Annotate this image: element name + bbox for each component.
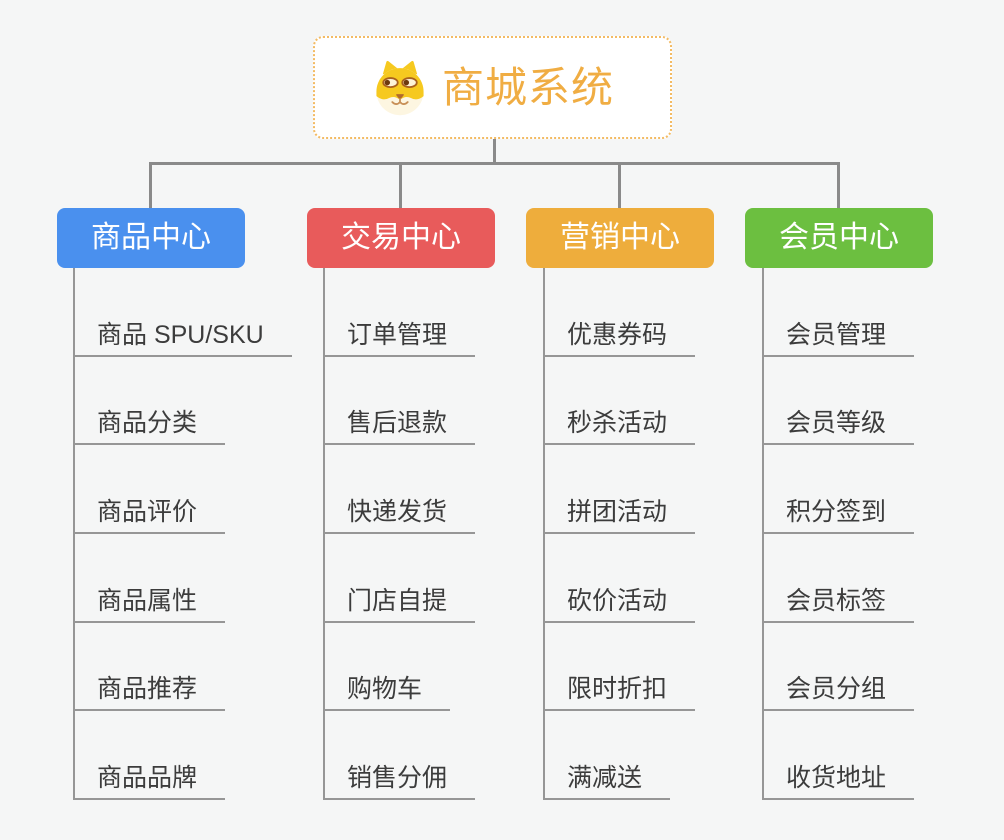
leaf-node[interactable]: 商品 SPU/SKU	[75, 268, 292, 357]
branch-children-marketing-center: 优惠券码 秒杀活动 拼团活动 砍价活动 限时折扣 满减送	[543, 268, 696, 801]
shiba-dog-icon	[376, 60, 424, 115]
leaf-node[interactable]: 会员等级	[764, 357, 915, 446]
branch-label: 会员中心	[779, 221, 899, 254]
leaf-node[interactable]: 收货地址	[764, 711, 915, 801]
branch-label: 商品中心	[91, 221, 211, 254]
leaf-node[interactable]: 快递发货	[325, 445, 476, 535]
leaf-node[interactable]: 砍价活动	[545, 534, 696, 623]
leaf-node[interactable]: 会员管理	[764, 268, 915, 357]
leaf-node[interactable]: 满减送	[545, 711, 695, 801]
branch-children-product-center: 商品 SPU/SKU 商品分类 商品评价 商品属性 商品推荐 商品品牌	[73, 268, 292, 801]
leaf-node[interactable]: 优惠券码	[545, 268, 696, 357]
connector-horizontal	[149, 162, 840, 165]
leaf-node[interactable]: 会员分组	[764, 623, 915, 712]
branch-children-member-center: 会员管理 会员等级 积分签到 会员标签 会员分组 收货地址	[762, 268, 915, 801]
connector-drop-product	[149, 162, 152, 208]
root-title: 商城系统	[441, 63, 614, 111]
leaf-node[interactable]: 限时折扣	[545, 623, 696, 712]
leaf-node[interactable]: 购物车	[325, 623, 475, 712]
leaf-node[interactable]: 积分签到	[764, 445, 915, 535]
branch-node-marketing-center[interactable]: 营销中心	[526, 208, 714, 268]
branch-node-member-center[interactable]: 会员中心	[745, 208, 933, 268]
branch-node-trade-center[interactable]: 交易中心	[307, 208, 495, 268]
branch-label: 交易中心	[341, 221, 461, 254]
leaf-node[interactable]: 商品分类	[75, 357, 292, 446]
branch-label: 营销中心	[560, 221, 680, 254]
leaf-node[interactable]: 商品品牌	[75, 711, 292, 801]
branch-node-product-center[interactable]: 商品中心	[57, 208, 245, 268]
branch-children-trade-center: 订单管理 售后退款 快递发货 门店自提 购物车 销售分佣	[323, 268, 476, 801]
leaf-node[interactable]: 会员标签	[764, 534, 915, 623]
connector-drop-marketing	[618, 162, 621, 208]
connector-drop-trade	[399, 162, 402, 208]
leaf-node[interactable]: 售后退款	[325, 357, 476, 446]
leaf-node[interactable]: 订单管理	[325, 268, 476, 357]
connector-root-drop	[493, 139, 496, 163]
leaf-node[interactable]: 拼团活动	[545, 445, 696, 535]
root-node-mall-system[interactable]: 商城系统	[313, 36, 672, 139]
connector-drop-member	[837, 162, 840, 208]
leaf-node[interactable]: 商品评价	[75, 445, 292, 535]
leaf-node[interactable]: 门店自提	[325, 534, 476, 623]
leaf-node[interactable]: 秒杀活动	[545, 357, 696, 446]
leaf-node[interactable]: 销售分佣	[325, 711, 476, 801]
leaf-node[interactable]: 商品推荐	[75, 623, 292, 712]
leaf-node[interactable]: 商品属性	[75, 534, 292, 623]
